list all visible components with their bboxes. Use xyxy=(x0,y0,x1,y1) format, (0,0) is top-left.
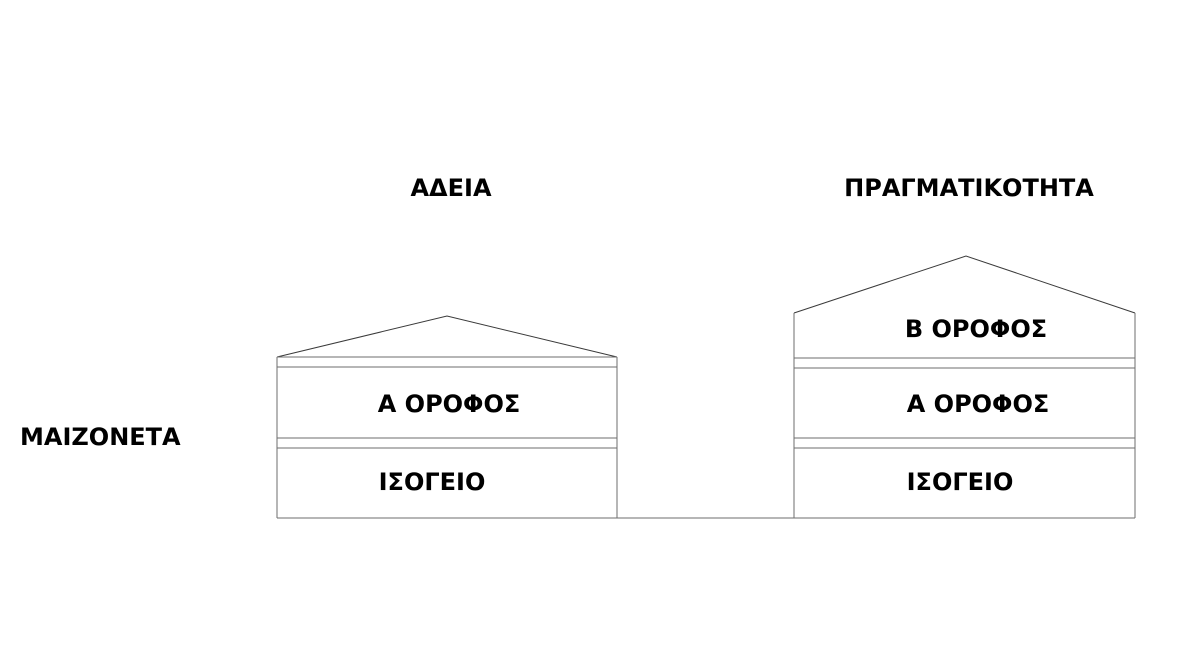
maisonette-label: ΜΑΙΖΟΝΕΤΑ xyxy=(20,423,181,451)
permit-building: Α ΟΡΟΦΟΣ ΙΣΟΓΕΙΟ xyxy=(276,315,618,518)
permit-ground-floor-label: ΙΣΟΓΕΙΟ xyxy=(379,468,486,496)
reality-roof xyxy=(793,255,1136,314)
reality-building: Β ΟΡΟΦΟΣ Α ΟΡΟΦΟΣ ΙΣΟΓΕΙΟ xyxy=(793,255,1136,518)
permit-title: ΑΔΕΙΑ xyxy=(410,174,491,202)
permit-roof xyxy=(276,315,618,358)
reality-first-floor-label: Α ΟΡΟΦΟΣ xyxy=(907,390,1050,418)
reality-ground-floor-label: ΙΣΟΓΕΙΟ xyxy=(907,468,1014,496)
permit-first-floor-label: Α ΟΡΟΦΟΣ xyxy=(378,390,521,418)
reality-second-floor-label: Β ΟΡΟΦΟΣ xyxy=(905,315,1047,343)
reality-title: ΠΡΑΓΜΑΤΙΚΟΤΗΤΑ xyxy=(844,174,1094,202)
